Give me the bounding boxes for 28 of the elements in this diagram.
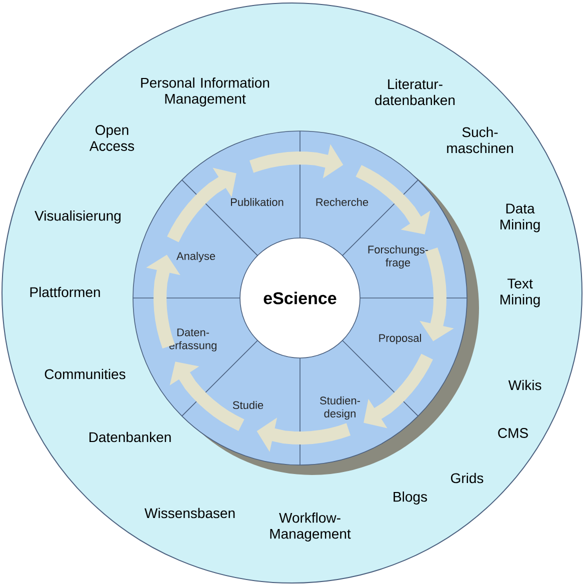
tool-label: Wikis — [508, 380, 542, 390]
tool-label: Such- maschinen — [447, 126, 513, 154]
tool-label: Blogs — [394, 491, 427, 505]
sector-label: Studie — [232, 400, 264, 410]
sector-label: Studien- design — [320, 396, 360, 420]
curved-arrow — [364, 354, 433, 428]
curved-arrow — [356, 165, 430, 234]
curved-arrow — [167, 168, 236, 242]
sector-label: Forschungs- frage — [368, 245, 428, 269]
curved-arrow — [170, 362, 244, 431]
tool-label: Data Mining — [500, 204, 540, 232]
tool-label: Plattformen — [30, 286, 100, 298]
sector-label: Proposal — [379, 334, 421, 344]
tool-label: Text Mining — [500, 278, 540, 308]
tool-label: Visualisierung — [34, 210, 121, 224]
tool-label: Datenbanken — [90, 432, 171, 442]
sector-label: Daten- erfassung — [169, 328, 216, 352]
tool-label: CMS — [498, 428, 528, 438]
tool-label: Wissensbasen — [144, 508, 235, 518]
sector-label: Recherche — [316, 198, 368, 206]
tool-label: Communities — [44, 368, 126, 380]
tool-label: Literatur- datenbanken — [375, 78, 455, 106]
tool-label: Personal Information Management — [141, 77, 270, 107]
sector-label: Publikation — [231, 198, 284, 206]
tool-label: Open Access — [89, 125, 134, 151]
sector-label: Analyse — [176, 252, 216, 262]
tool-label: Workflow- Management — [270, 512, 351, 542]
tool-label: Grids — [450, 472, 484, 484]
